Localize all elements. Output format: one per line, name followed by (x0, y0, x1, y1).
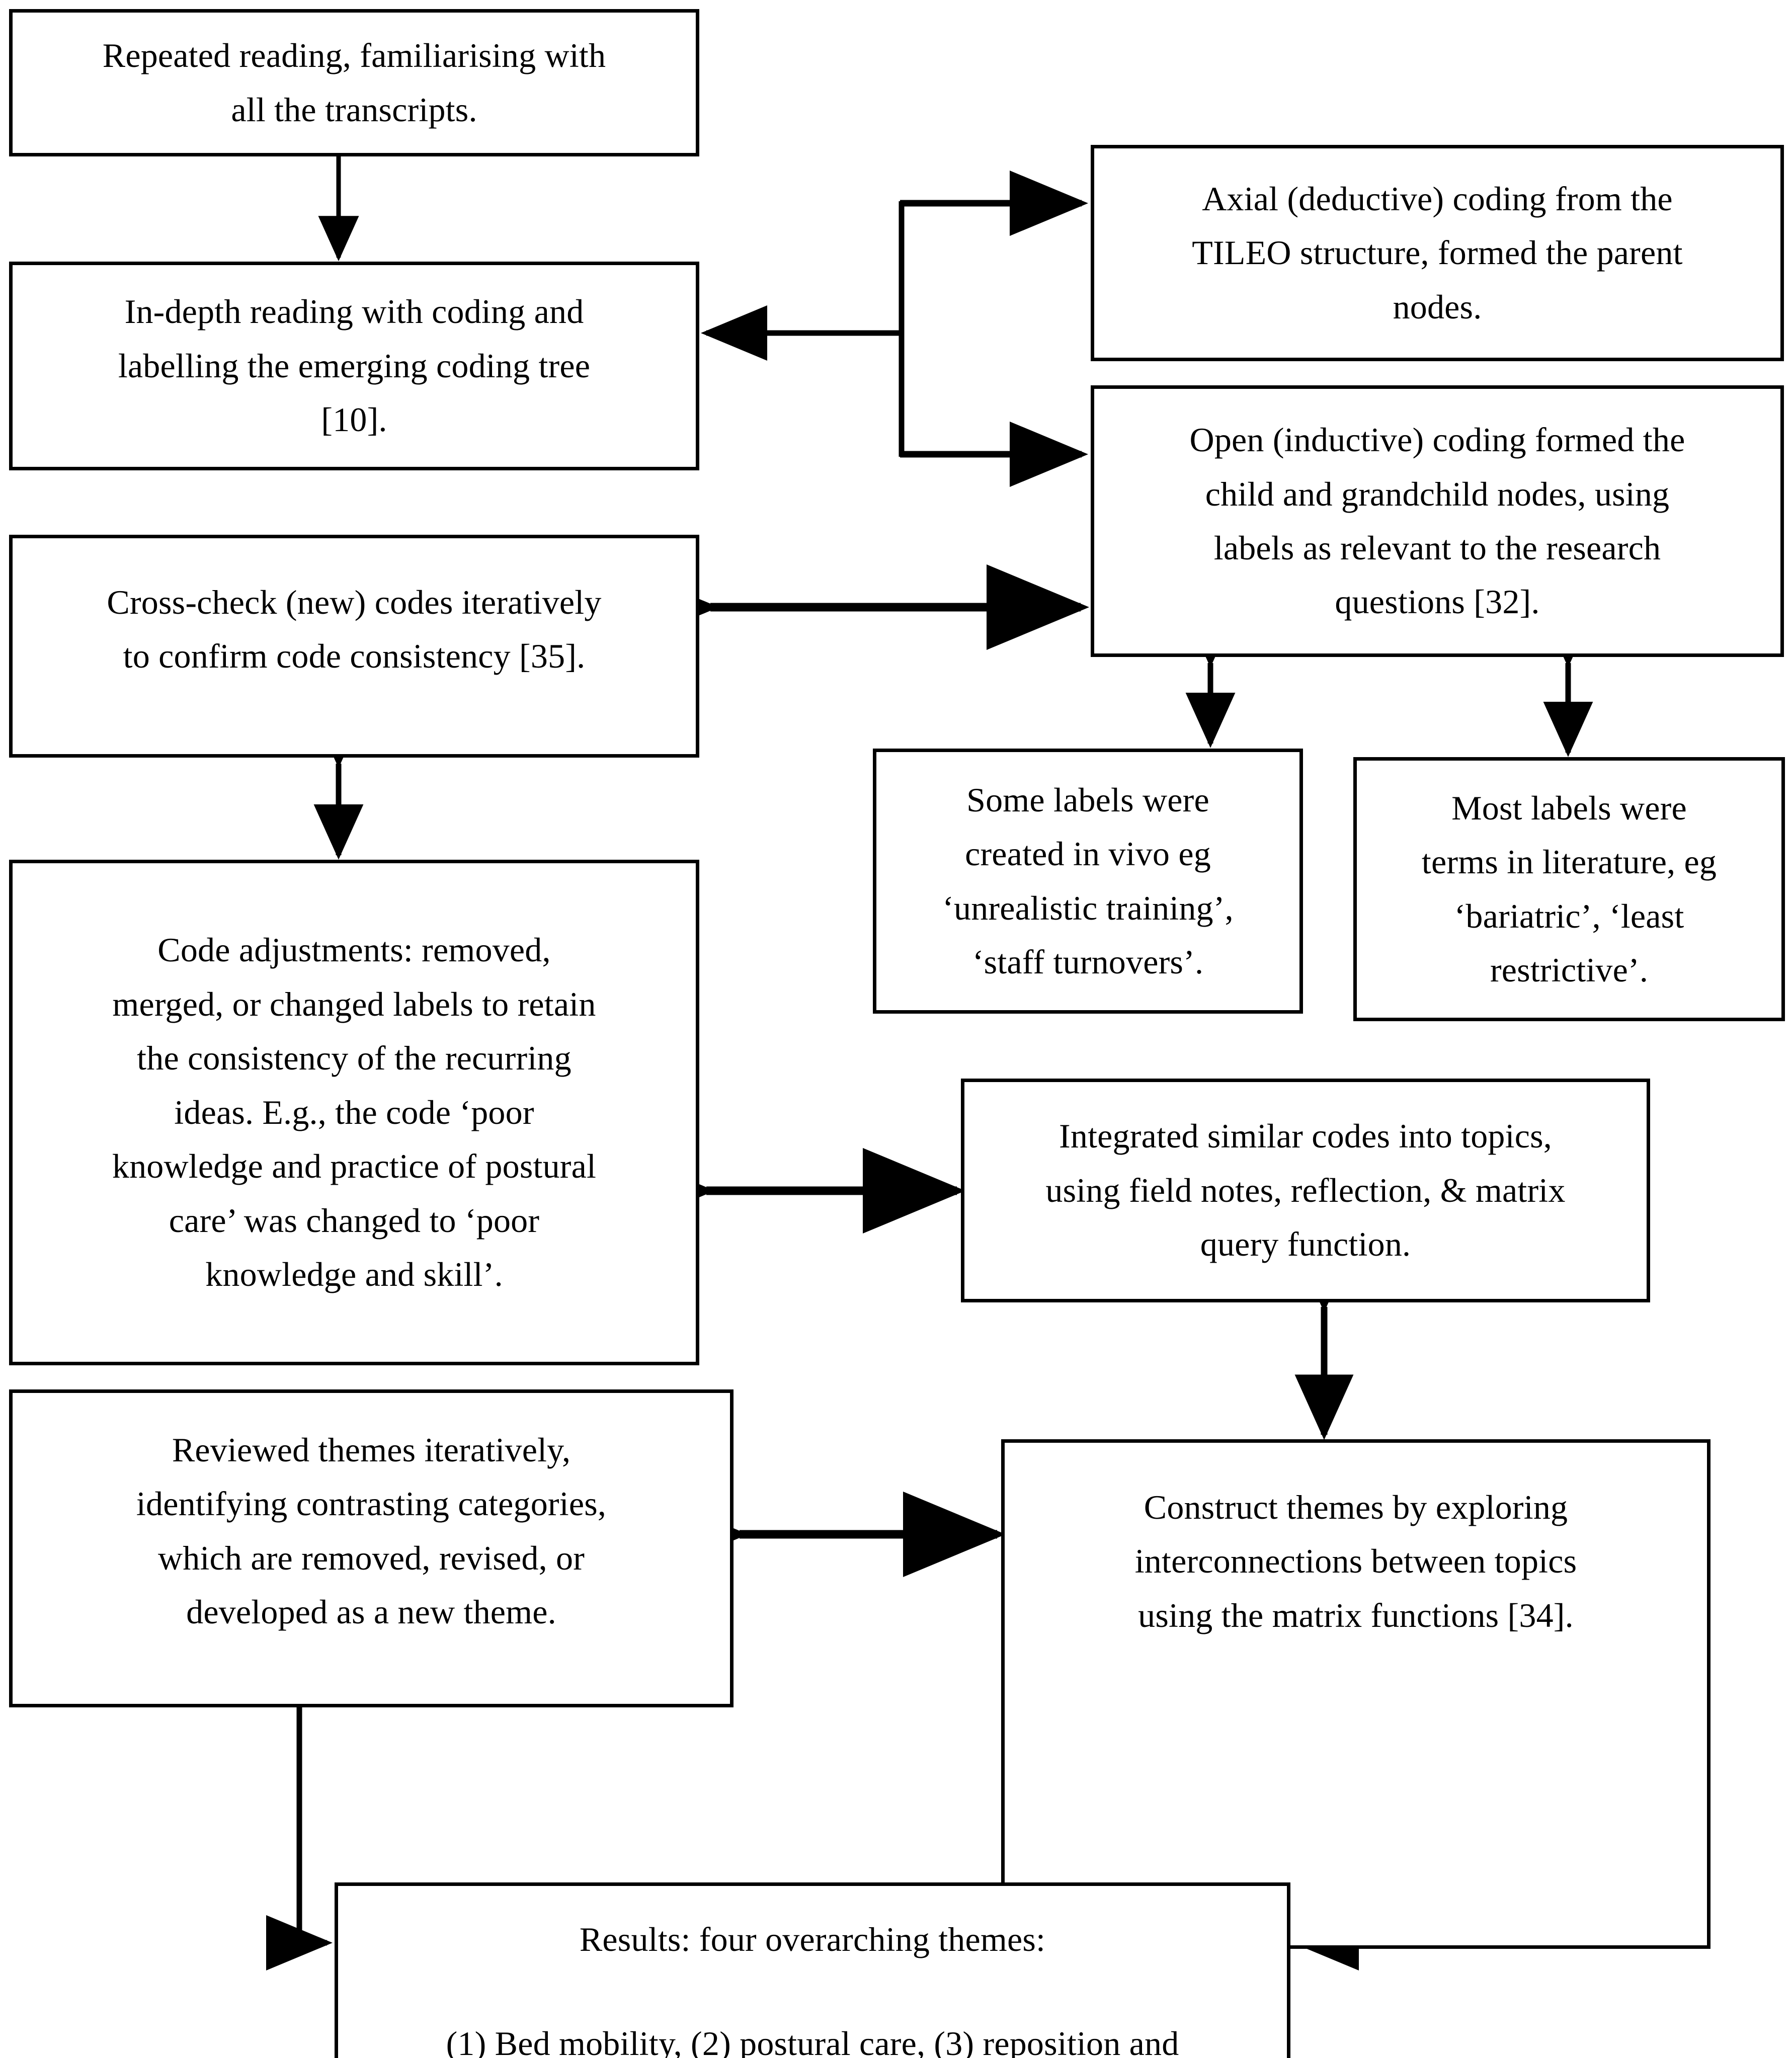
node-some-labels[interactable]: Some labels were created in vivo eg ‘unr… (873, 749, 1303, 1014)
node-in-depth-reading-label: In-depth reading with coding and labelli… (118, 292, 591, 439)
edge-reviewed-themes-to-results (266, 1707, 333, 1970)
node-results-label: Results: four overarching themes: (1) Be… (446, 1920, 1179, 2058)
node-most-labels[interactable]: Most labels were terms in literature, eg… (1353, 757, 1785, 1021)
node-reviewed-themes[interactable]: Reviewed themes iteratively, identifying… (9, 1389, 734, 1707)
node-code-adjustments-label: Code adjustments: removed, merged, or ch… (112, 931, 597, 1294)
node-open-coding[interactable]: Open (inductive) coding formed the child… (1091, 385, 1784, 657)
node-repeated-reading-label: Repeated reading, familiarising with all… (102, 36, 606, 129)
node-some-labels-label: Some labels were created in vivo eg ‘unr… (942, 780, 1234, 981)
node-most-labels-label: Most labels were terms in literature, eg… (1421, 788, 1717, 989)
node-code-adjustments[interactable]: Code adjustments: removed, merged, or ch… (9, 860, 699, 1365)
node-construct-themes[interactable]: Construct themes by exploring interconne… (1001, 1439, 1710, 1949)
node-open-coding-label: Open (inductive) coding formed the child… (1189, 421, 1685, 621)
node-cross-check-label: Cross-check (new) codes iteratively to c… (107, 583, 602, 676)
node-in-depth-reading[interactable]: In-depth reading with coding and labelli… (9, 262, 699, 470)
node-repeated-reading[interactable]: Repeated reading, familiarising with all… (9, 9, 699, 156)
node-integrated-codes[interactable]: Integrated similar codes into topics, us… (961, 1079, 1650, 1302)
node-construct-themes-label: Construct themes by exploring interconne… (1134, 1488, 1577, 1634)
node-results[interactable]: Results: four overarching themes: (1) Be… (335, 1882, 1290, 2058)
node-cross-check[interactable]: Cross-check (new) codes iteratively to c… (9, 535, 699, 758)
node-reviewed-themes-label: Reviewed themes iteratively, identifying… (136, 1431, 607, 1631)
node-axial-coding[interactable]: Axial (deductive) coding from the TILEO … (1091, 145, 1784, 361)
node-axial-coding-label: Axial (deductive) coding from the TILEO … (1192, 179, 1683, 326)
node-integrated-codes-label: Integrated similar codes into topics, us… (1045, 1117, 1566, 1264)
